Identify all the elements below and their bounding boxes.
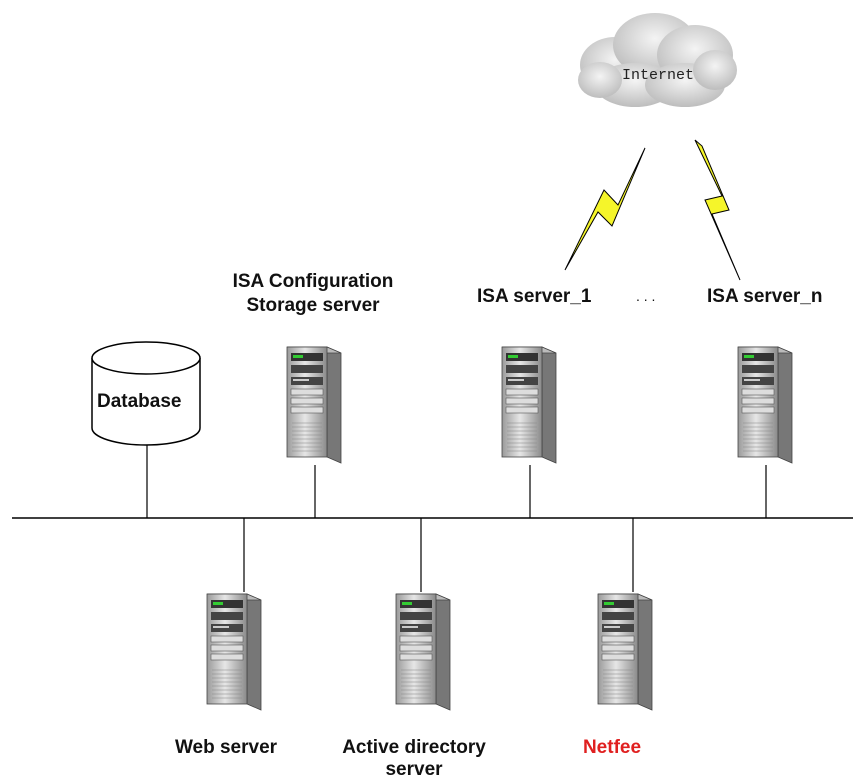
database-cylinder-icon xyxy=(90,340,202,448)
server-tower-icon xyxy=(395,593,451,711)
isa-server-1-label: ISA server_1 xyxy=(477,286,592,307)
netfee-server xyxy=(594,592,654,712)
server-tower-icon xyxy=(597,593,653,711)
isa-server-1 xyxy=(498,345,558,465)
cloud-icon xyxy=(578,13,737,107)
active-directory-server xyxy=(392,592,452,712)
internet-label: Internet xyxy=(622,67,695,84)
isa-config-label-line2: Storage server xyxy=(246,295,380,316)
web-server xyxy=(203,592,263,712)
database-label: Database xyxy=(97,391,182,412)
server-tower-icon xyxy=(206,593,262,711)
internet-cloud xyxy=(575,5,740,110)
ellipsis: . . . xyxy=(636,288,656,304)
lightning-bolt-icon xyxy=(564,147,646,271)
server-tower-icon xyxy=(737,346,793,464)
lightning-bolt-icon xyxy=(694,139,741,281)
isa-config-storage-server xyxy=(283,345,343,465)
ad-server-label-line1: Active directory xyxy=(342,737,486,758)
isa-config-label-line1: ISA Configuration xyxy=(232,271,394,292)
isa-server-n xyxy=(734,345,794,465)
ad-server-label-line2: server xyxy=(385,759,443,780)
server-tower-icon xyxy=(501,346,557,464)
netfee-label: Netfee xyxy=(582,737,642,758)
isa-server-n-label: ISA server_n xyxy=(707,286,823,307)
server-tower-icon xyxy=(286,346,342,464)
web-server-label: Web server xyxy=(174,737,278,758)
